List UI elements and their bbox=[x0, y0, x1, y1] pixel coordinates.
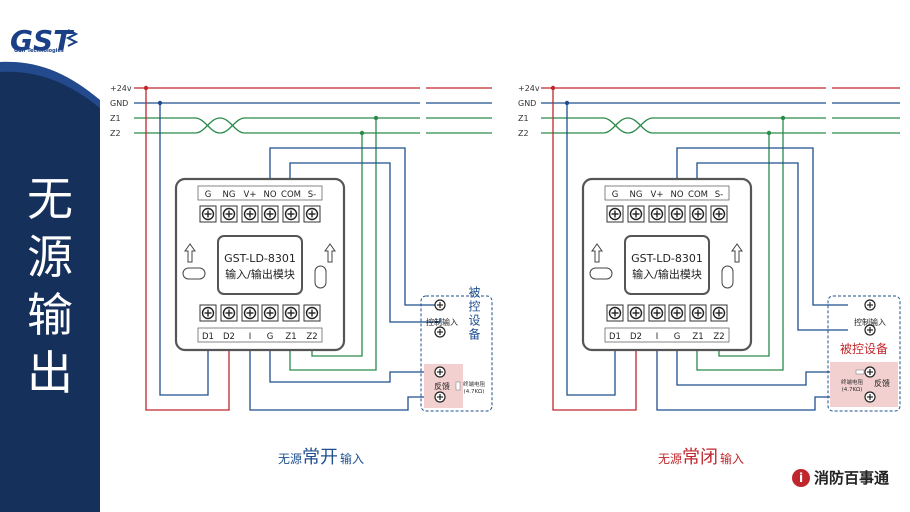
module-name: 输入/输出模块 bbox=[632, 267, 702, 281]
resistor-value: (4.7KΩ) bbox=[464, 389, 485, 395]
fire-brand-icon: i bbox=[792, 468, 810, 487]
module-wires bbox=[552, 88, 848, 411]
resistor-label: 终端电阻 bbox=[463, 380, 486, 388]
logo-subtitle: Gulf Technologies bbox=[14, 48, 64, 54]
feedback-label: 反馈 bbox=[434, 381, 450, 391]
control-input-label: 控制输入 bbox=[854, 317, 886, 327]
io-module-left: G NG V+ NO COM S- GST-LD-8301 输入/输出模块 D1… bbox=[174, 177, 346, 352]
terminal-label: COM bbox=[281, 190, 301, 200]
rail-label-gnd: GND bbox=[518, 99, 536, 108]
rail-label-z2: Z2 bbox=[518, 129, 529, 138]
terminal-label: NG bbox=[630, 190, 643, 200]
title-char: 无 bbox=[27, 172, 73, 226]
rail-label-z2: Z2 bbox=[110, 129, 121, 138]
rail-label-z1: Z1 bbox=[518, 114, 529, 123]
controlled-device-right: 控制输入 被控设备 反馈 终端电阻 (4.7KΩ) bbox=[827, 295, 901, 412]
diagram-normally-closed: +24v GND Z1 Z2 bbox=[518, 84, 901, 468]
resistor-label: 终端电阻 bbox=[841, 378, 864, 386]
rail-label-z1: Z1 bbox=[110, 114, 121, 123]
bus-rails bbox=[541, 85, 900, 136]
sidebar-background bbox=[0, 0, 100, 512]
caption-left-emphasis: 常开 bbox=[302, 447, 338, 468]
terminal-label: I bbox=[249, 332, 252, 342]
terminal-label: NO bbox=[263, 190, 276, 200]
title-char: 出 bbox=[27, 346, 73, 400]
module-model: GST-LD-8301 bbox=[224, 252, 296, 265]
terminal-label: D1 bbox=[202, 332, 214, 342]
caption-left-prefix: 无源 bbox=[278, 452, 302, 466]
resistor-value: (4.7KΩ) bbox=[842, 387, 863, 393]
caption-left-suffix: 输入 bbox=[340, 451, 364, 466]
terminal-label: S- bbox=[715, 190, 723, 200]
terminal-label: Z1 bbox=[692, 332, 703, 342]
terminal-label: G bbox=[674, 332, 681, 342]
control-input-label: 控制输入 bbox=[426, 317, 458, 327]
controlled-device-left: 控制输入 反馈 被控设备 终端电阻 (4.7KΩ) bbox=[420, 286, 493, 412]
terminal-label: Z2 bbox=[306, 332, 317, 342]
terminal-label: D2 bbox=[223, 332, 235, 342]
terminal-label: G bbox=[267, 332, 274, 342]
caption-right-suffix: 输入 bbox=[720, 451, 744, 466]
logo-text: GST bbox=[10, 24, 74, 57]
bus-rails bbox=[134, 85, 492, 136]
terminal-label: COM bbox=[688, 190, 708, 200]
caption-right-prefix: 无源 bbox=[658, 452, 682, 466]
terminal-label: Z2 bbox=[713, 332, 724, 342]
terminal-label: I bbox=[656, 332, 659, 342]
rail-label-24v: +24v bbox=[110, 84, 132, 93]
caption-right-emphasis: 常闭 bbox=[682, 447, 718, 468]
title-char: 输 bbox=[27, 288, 73, 342]
rail-label-24v: +24v bbox=[518, 84, 540, 93]
gst-logo: GST bbox=[10, 24, 79, 57]
title-char: 源 bbox=[27, 230, 73, 284]
terminal-label: NG bbox=[223, 190, 236, 200]
module-model: GST-LD-8301 bbox=[631, 252, 703, 265]
terminal-label: NO bbox=[670, 190, 683, 200]
terminal-label: V+ bbox=[651, 190, 664, 200]
terminal-label: S- bbox=[308, 190, 316, 200]
terminal-label: V+ bbox=[244, 190, 257, 200]
module-name: 输入/输出模块 bbox=[225, 267, 295, 281]
rail-label-gnd: GND bbox=[110, 99, 128, 108]
terminal-label: G bbox=[612, 190, 619, 200]
terminal-label: Z1 bbox=[285, 332, 296, 342]
feedback-label: 反馈 bbox=[874, 378, 890, 388]
diagram-normally-open: +24v GND Z1 Z2 bbox=[110, 84, 493, 468]
terminal-label: D2 bbox=[630, 332, 642, 342]
io-module-right: G NG V+ NO COM S- GST-LD-8301 输入/输出模块 D1… bbox=[581, 177, 753, 352]
device-label-char: 被控设备 bbox=[467, 286, 481, 342]
terminal-label: D1 bbox=[609, 332, 621, 342]
brand-name: 消防百事通 bbox=[814, 469, 890, 487]
device-label: 被控设备 bbox=[840, 342, 888, 356]
vertical-title: 无 源 输 出 bbox=[0, 170, 100, 402]
terminal-label: G bbox=[205, 190, 212, 200]
brand-mark: i 消防百事通 bbox=[792, 467, 889, 488]
title-sidebar: GST Gulf Technologies 无 源 输 出 bbox=[0, 0, 100, 512]
